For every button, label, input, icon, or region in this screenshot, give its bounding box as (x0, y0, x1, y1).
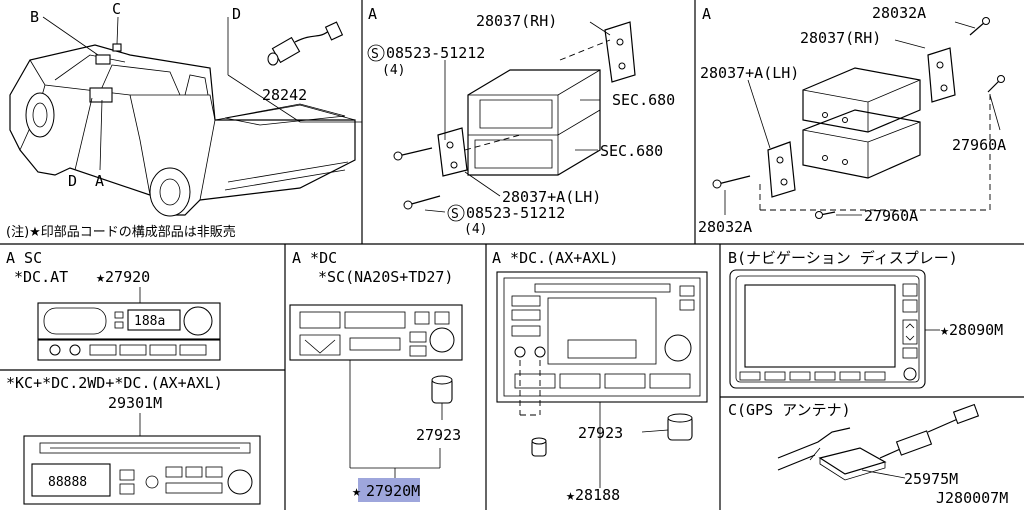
p3-label-27960a-bottom: 27960A (864, 207, 918, 225)
p3-label-28032a-top: 28032A (872, 4, 926, 22)
gps-antenna-panel: C(GPS アンテナ) 25975M J280007M (728, 401, 1008, 507)
panel6-title: A *DC (292, 249, 337, 267)
p2-label-qty-top: (4) (382, 63, 405, 78)
diagram-code: J280007M (936, 489, 1008, 507)
audio-panel: A *DC.(AX+AXL) 27923 ★28188 (492, 249, 708, 504)
panel3-title: A (702, 5, 711, 23)
p2-label-28037lh: 28037+A(LH) (502, 188, 601, 206)
truck-panel: B C D D A 28242 (注)★印部品コードの構成部品は非販売 (6, 0, 362, 240)
p3-label-27960a-right: 27960A (952, 136, 1006, 154)
p3-label-28037lh: 28037+A(LH) (700, 64, 799, 82)
part-29301m: 29301M (108, 394, 162, 412)
callout-b: B (30, 8, 39, 26)
part-28242: 28242 (262, 86, 307, 104)
callout-d-bottom: D (68, 172, 77, 190)
p3-label-28037rh: 28037(RH) (800, 29, 881, 47)
p2-label-qty-bottom: (4) (464, 222, 487, 237)
panel6-sub: *SC(NA20S+TD27) (318, 268, 453, 286)
part-25975m: 25975M (904, 470, 958, 488)
highlight-27920m (358, 478, 420, 502)
panel9-title: C(GPS アンテナ) (728, 401, 851, 419)
p2-label-sec680-b: SEC.680 (600, 142, 663, 160)
panel7-title: A *DC.(AX+AXL) (492, 249, 618, 267)
truck-illustration (9, 43, 356, 217)
nav-display-panel: B(ナビゲーション ディスプレー) ★28090M (728, 249, 1003, 389)
cd-panel: *KC+*DC.2WD+*DC.(AX+AXL) 29301M 88888 (6, 374, 261, 505)
panel4-title: A SC (6, 249, 42, 267)
p6-knob-27923: 27923 (416, 426, 461, 444)
bracket-panel-3: A 28032A 28037(RH) 28037+A(LH) 27960A 27… (698, 4, 1006, 236)
panel2-title: A (368, 5, 377, 23)
p2-label-sec680-a: SEC.680 (612, 91, 675, 109)
part-27920: ★27920 (96, 268, 150, 286)
p2-label-08523-bottom: 08523-51212 (466, 204, 565, 222)
callout-d-top: D (232, 5, 241, 23)
footnote: (注)★印部品コードの構成部品は非販売 (6, 224, 236, 240)
panel5-title: *KC+*DC.2WD+*DC.(AX+AXL) (6, 374, 223, 392)
p7-knob-27923: 27923 (578, 424, 623, 442)
part-28188: ★28188 (566, 486, 620, 504)
sensor-28242 (267, 21, 344, 66)
p5-display: 88888 (48, 475, 87, 490)
cassette-panel: A *DC *SC(NA20S+TD27) 27923 ★ 27920M (289, 249, 463, 502)
part-27920m[interactable]: 27920M (366, 482, 420, 500)
svg-text:S: S (451, 207, 459, 222)
clock-panel: A SC *DC.AT ★27920 188a (6, 249, 221, 361)
p3-label-28032a-bottom: 28032A (698, 218, 752, 236)
bracket-panel-2: A 28037(RH) S 08523-51212 (4) SEC.680 SE… (367, 5, 675, 237)
callout-c: C (112, 0, 121, 18)
p4-display: 188a (134, 314, 165, 329)
part-28090m: ★28090M (940, 321, 1003, 339)
panel8-title: B(ナビゲーション ディスプレー) (728, 249, 958, 267)
p2-label-08523-top: 08523-51212 (386, 44, 485, 62)
callout-a-bottom: A (95, 172, 104, 190)
panel4-sub: *DC.AT (14, 268, 68, 286)
svg-text:S: S (371, 47, 379, 62)
p2-label-28037rh: 28037(RH) (476, 12, 557, 30)
p6-part-star: ★ (352, 482, 361, 500)
